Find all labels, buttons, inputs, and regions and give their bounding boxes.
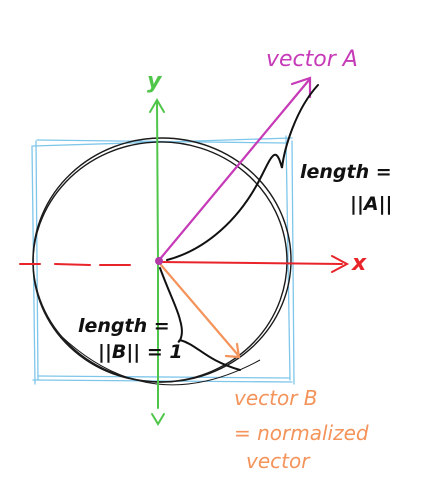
length-b-line1: length = [78, 315, 170, 337]
unit-circle [32, 137, 292, 386]
vector-a-arrow [158, 76, 312, 261]
length-b-line2: ||B|| = 1 [98, 341, 183, 363]
vector-b-label: vector B [234, 386, 318, 410]
vector-b-length-brace [159, 267, 241, 371]
y-axis [149, 98, 165, 426]
vector-b-note-line2: vector [246, 449, 311, 473]
y-axis-label: y [147, 69, 163, 94]
origin-dot [155, 257, 163, 265]
vector-a-length-brace [166, 84, 319, 261]
vector-b-arrow [159, 263, 241, 359]
vector-a-label: vector A [266, 47, 358, 72]
length-a-line2: ||A|| [350, 193, 392, 215]
length-a-line1: length = [300, 161, 392, 183]
x-axis [19, 255, 350, 273]
x-axis-label: x [351, 251, 367, 276]
vector-b-note-line1: = normalized [234, 421, 369, 445]
bounding-square [31, 135, 295, 385]
